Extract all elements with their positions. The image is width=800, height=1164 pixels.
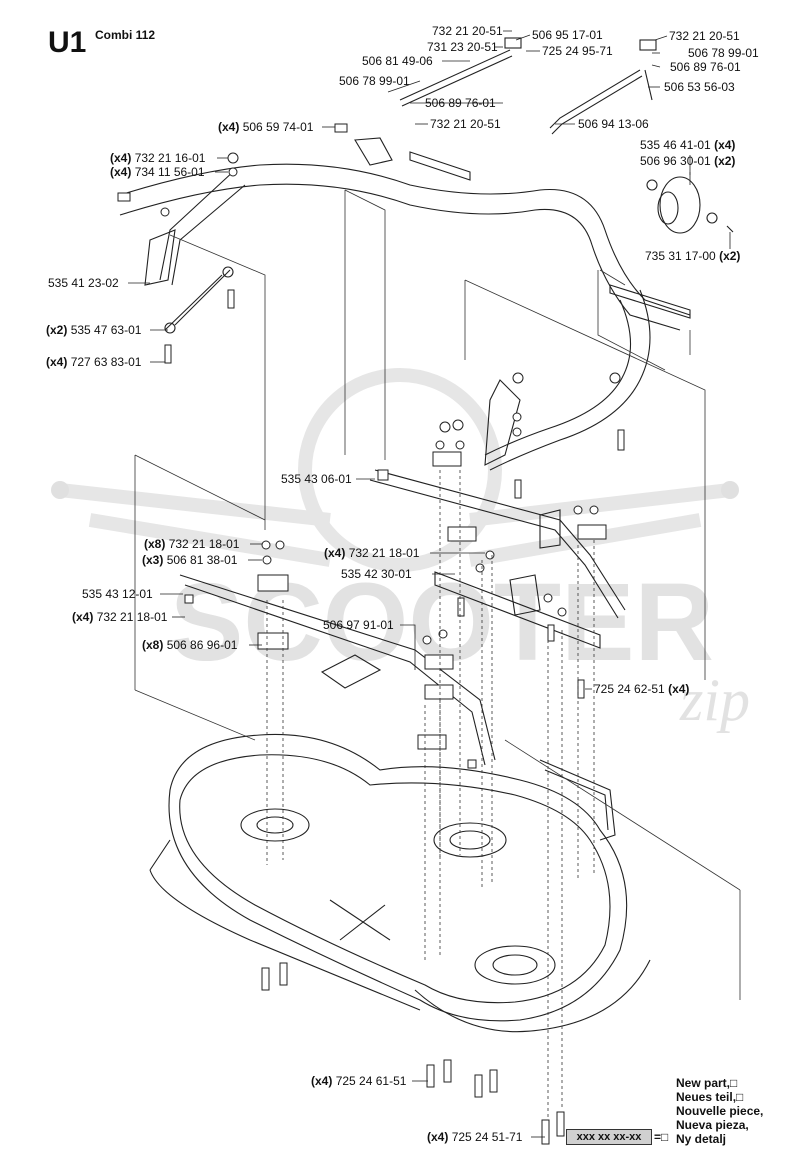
- part-label: (x2) 535 47 63-01: [46, 323, 142, 337]
- part-label: 506 94 13-06: [578, 117, 649, 131]
- legend-line: Nueva pieza,: [676, 1118, 749, 1132]
- part-label: (x4) 725 24 61-51: [311, 1074, 407, 1088]
- part-label: (x4) 732 21 18-01: [72, 610, 168, 624]
- part-label: 506 89 76-01: [670, 60, 741, 74]
- part-label: 725 24 95-71: [542, 44, 613, 58]
- part-label: 535 46 41-01 (x4): [640, 138, 736, 152]
- part-label: (x4) 727 63 83-01: [46, 355, 142, 369]
- part-label: 506 89 76-01: [425, 96, 496, 110]
- part-label: 535 41 23-02: [48, 276, 119, 290]
- part-label: 725 24 62-51 (x4): [594, 682, 690, 696]
- part-label: (x8) 506 86 96-01: [142, 638, 238, 652]
- part-label: 506 53 56-03: [664, 80, 735, 94]
- part-label: 732 21 20-51: [669, 29, 740, 43]
- part-label: 506 96 30-01 (x2): [640, 154, 736, 168]
- part-label: 506 97 91-01: [323, 618, 394, 632]
- part-label: 506 95 17-01: [532, 28, 603, 42]
- model-name: Combi 112: [95, 28, 156, 42]
- part-label: 735 31 17-00 (x2): [645, 249, 741, 263]
- page-title: U1: [48, 26, 87, 59]
- legend-line: Ny detalj: [676, 1132, 727, 1146]
- legend-line: Neues teil,□: [676, 1090, 744, 1104]
- part-label: (x4) 725 24 51-71: [427, 1130, 523, 1144]
- legend-sample-box: xxx xx xx-xx: [566, 1129, 652, 1145]
- part-label: 732 21 20-51: [430, 117, 501, 131]
- part-label: 506 78 99-01: [688, 46, 759, 60]
- part-label: 731 23 20-51: [427, 40, 498, 54]
- part-label: (x8) 732 21 18-01: [144, 537, 240, 551]
- part-label: (x4) 506 59 74-01: [218, 120, 314, 134]
- part-label: 535 42 30-01: [341, 567, 412, 581]
- part-label: (x3) 506 81 38-01: [142, 553, 238, 567]
- legend-equals: =□: [654, 1130, 669, 1144]
- part-label: 535 43 06-01: [281, 472, 352, 486]
- part-label: 506 81 49-06: [362, 54, 433, 68]
- part-label: (x4) 732 21 18-01: [324, 546, 420, 560]
- part-label: 535 43 12-01: [82, 587, 153, 601]
- part-label: (x4) 732 21 16-01: [110, 151, 206, 165]
- part-label: (x4) 734 11 56-01: [110, 165, 205, 179]
- part-label: 506 78 99-01: [339, 74, 410, 88]
- legend-line: New part,□: [676, 1076, 738, 1090]
- legend-line: Nouvelle piece,: [676, 1104, 764, 1118]
- watermark-suffix: zip: [679, 667, 750, 733]
- part-label: 732 21 20-51: [432, 24, 503, 38]
- new-part-legend: New part,□ Neues teil,□ Nouvelle piece, …: [676, 1076, 763, 1146]
